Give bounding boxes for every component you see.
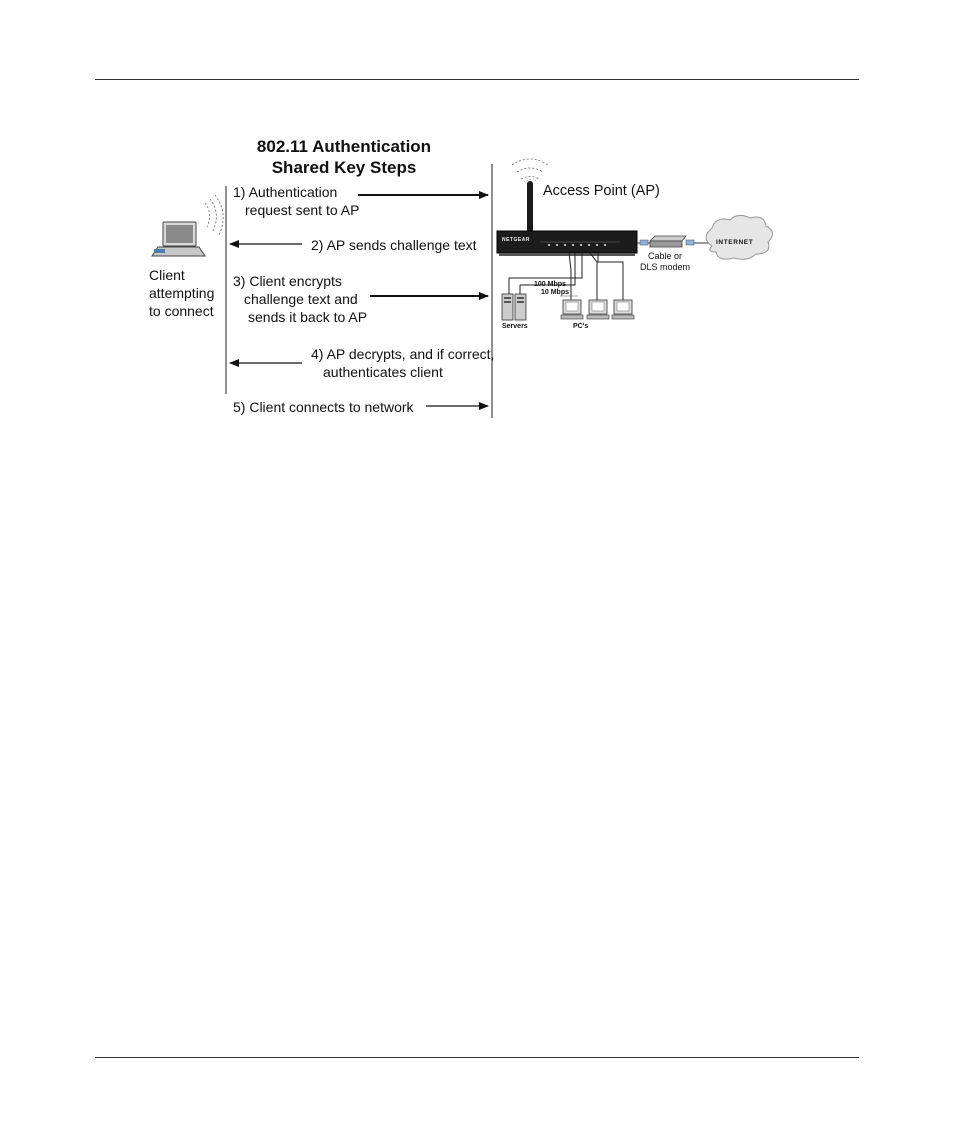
speed-10-label: 10 Mbps <box>541 289 570 296</box>
internet-label: INTERNET <box>716 239 754 246</box>
access-point-label: Access Point (AP) <box>543 183 660 199</box>
step-4-label: 4) AP decrypts, and if correct, authenti… <box>311 346 495 380</box>
step-5-label: 5) Client connects to network <box>233 399 414 415</box>
speed-100-label: 100 Mbps <box>534 281 566 288</box>
modem-icon <box>639 235 695 248</box>
diagram-title-line-1: 802.11 Authentication <box>256 137 432 156</box>
step-3-label: 3) Client encrypts challenge text and se… <box>233 273 368 325</box>
servers-label: Servers <box>502 323 528 330</box>
step-1-label: 1) Authentication request sent to AP <box>233 184 360 218</box>
server-icon <box>501 293 527 321</box>
header-rule <box>95 79 859 80</box>
pcs-label: PC's <box>573 323 589 330</box>
step-2-label: 2) AP sends challenge text <box>311 237 477 253</box>
diagram-title-line-2: Shared Key Steps <box>271 158 417 177</box>
client-label: Client attempting to connect <box>149 267 215 319</box>
lan-cables <box>508 252 624 300</box>
diagram-title: 802.11 Authentication Shared Key Steps <box>240 136 448 178</box>
laptop-icon <box>151 194 224 257</box>
modem-label: Cable or DLS modem <box>639 251 691 272</box>
access-point-icon <box>496 158 638 256</box>
router-brand-label: NETGEAR <box>502 237 530 243</box>
internet-cloud-icon <box>705 214 773 260</box>
pc-icon <box>560 299 635 320</box>
footer-rule <box>95 1057 859 1058</box>
